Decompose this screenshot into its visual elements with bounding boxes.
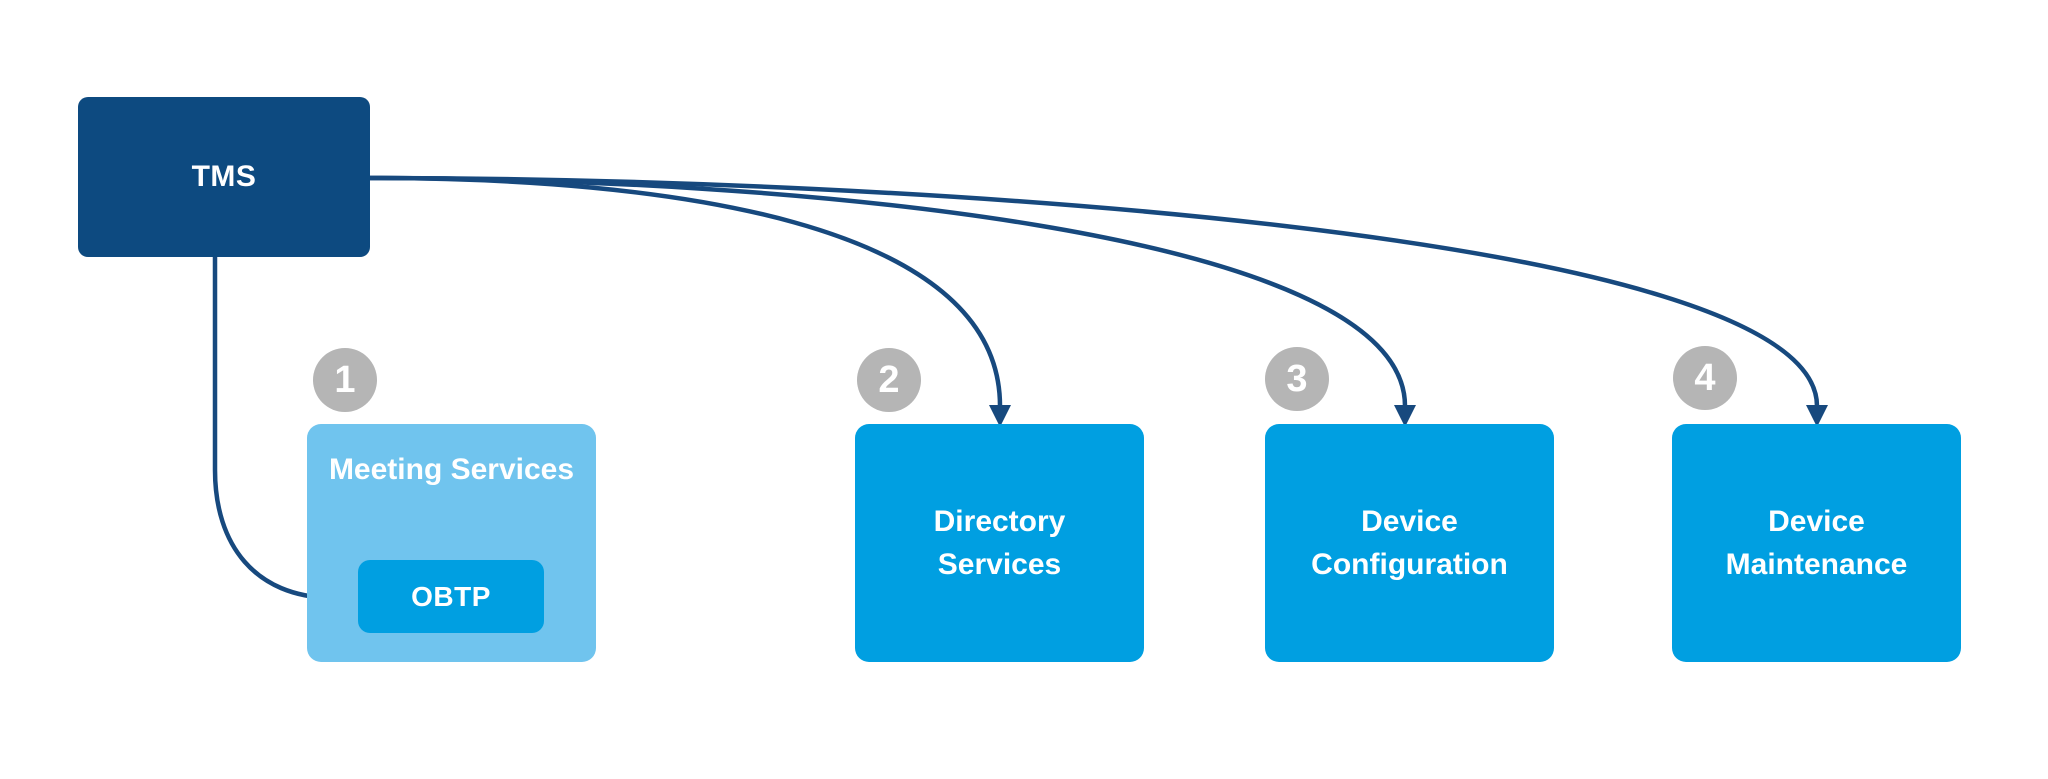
step-badge-2: 2 [857, 348, 921, 412]
arrowhead-directory-services [989, 405, 1011, 427]
step-badge-3: 3 [1265, 347, 1329, 411]
arrowhead-device-configuration [1394, 405, 1416, 427]
node-device-maintenance-label: Device Maintenance [1725, 505, 1908, 581]
node-tms-label: TMS [191, 160, 257, 193]
node-device-configuration-label: Device Configuration [1311, 505, 1508, 581]
step-badge-2-number: 2 [878, 359, 900, 401]
node-tms: TMS [78, 97, 370, 257]
node-device-maintenance: Device Maintenance [1672, 424, 1961, 662]
node-obtp-label: OBTP [411, 581, 491, 612]
node-obtp: OBTP [358, 560, 544, 633]
step-badge-1: 1 [313, 348, 377, 412]
node-directory-services: Directory Services [855, 424, 1144, 662]
node-device-configuration: Device Configuration [1265, 424, 1554, 662]
step-badge-1-number: 1 [334, 359, 356, 401]
step-badge-4-number: 4 [1694, 357, 1716, 399]
arrowhead-device-maintenance [1806, 405, 1828, 427]
node-meeting-services: Meeting Services OBTP [307, 424, 596, 662]
step-badge-4: 4 [1673, 346, 1737, 410]
node-directory-services-label: Directory Services [933, 505, 1066, 581]
connector-tms-device-maintenance [369, 175, 1820, 407]
node-meeting-services-label: Meeting Services [328, 453, 575, 486]
connector-tms-obtp [212, 257, 333, 601]
step-badge-3-number: 3 [1286, 358, 1308, 400]
